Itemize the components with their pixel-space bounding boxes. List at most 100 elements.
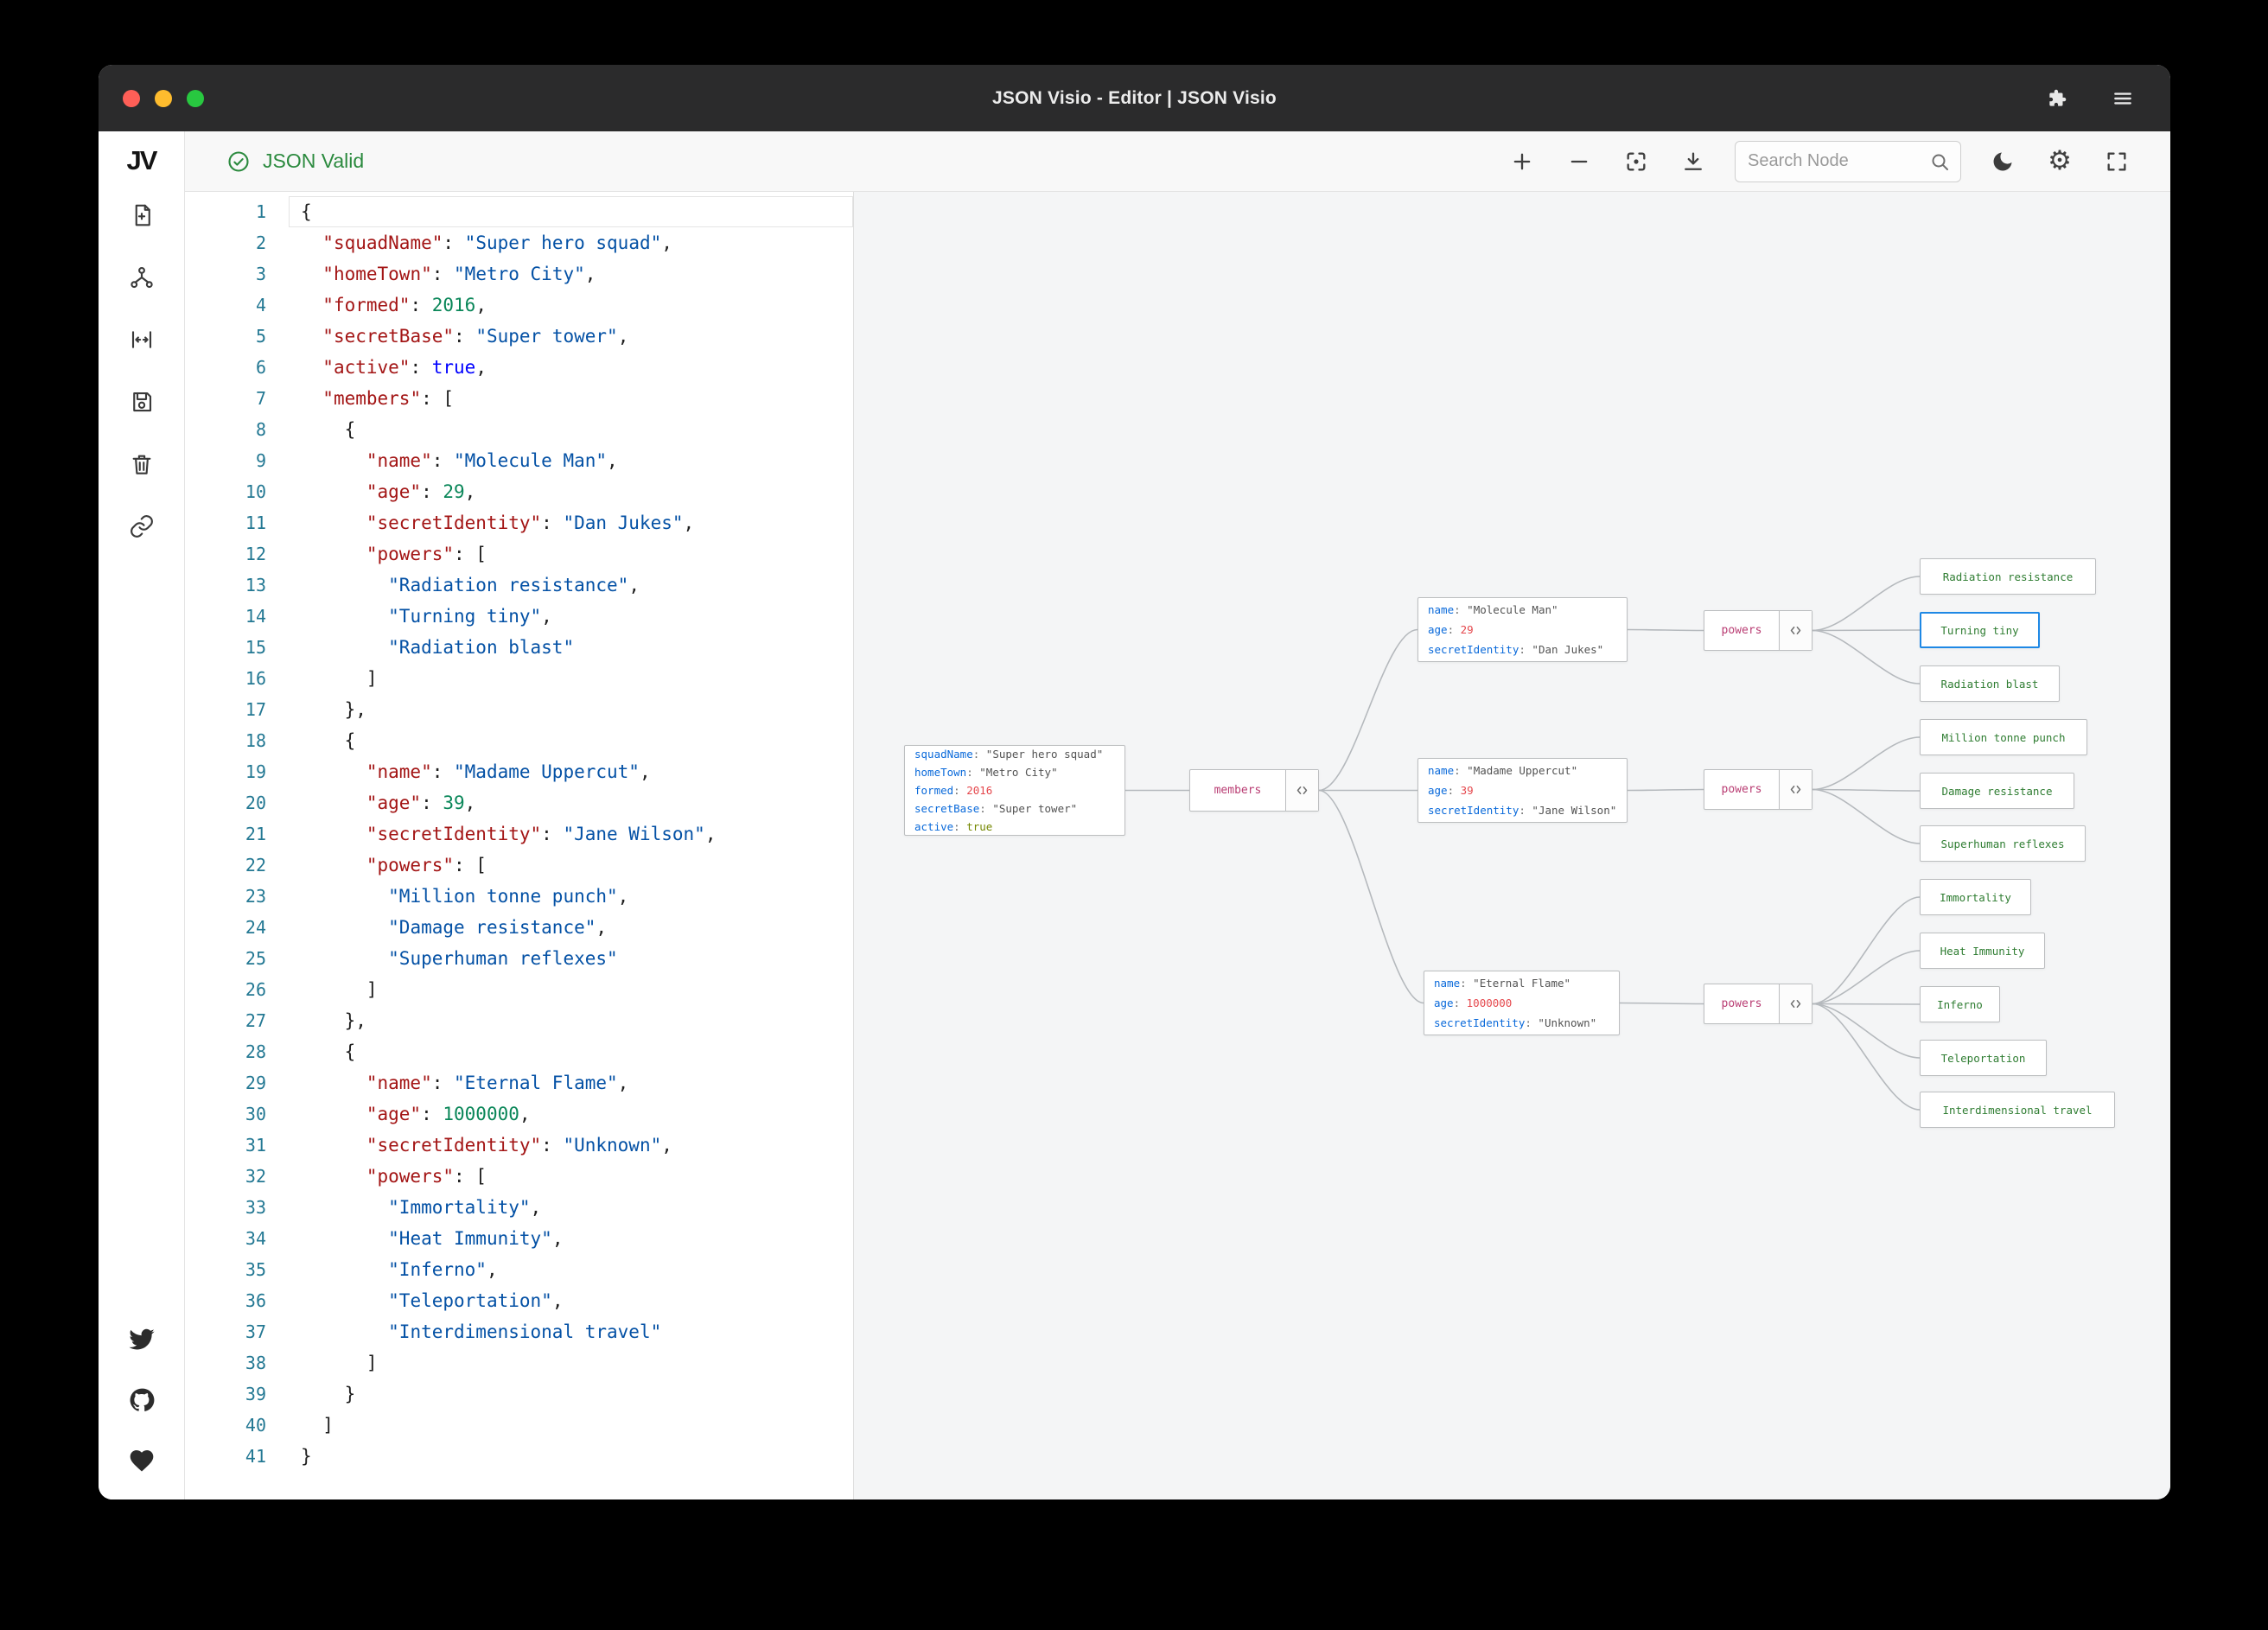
browser-menu-icon[interactable] [2103, 79, 2143, 118]
node-row: age: 39 [1428, 784, 1474, 797]
editor-line[interactable]: 36 "Teleportation", [185, 1285, 853, 1316]
editor-line[interactable]: 35 "Inferno", [185, 1254, 853, 1285]
share-link-icon[interactable] [122, 506, 162, 546]
new-document-icon[interactable] [122, 195, 162, 235]
editor-line[interactable]: 34 "Heat Immunity", [185, 1223, 853, 1254]
sponsor-heart-icon[interactable] [122, 1441, 162, 1480]
zoom-in-icon[interactable] [1507, 146, 1538, 177]
graph-node-members[interactable]: members [1189, 769, 1319, 812]
editor-line[interactable]: 41} [185, 1441, 853, 1472]
graph-node-power[interactable]: Turning tiny [1920, 612, 2040, 648]
editor-line[interactable]: 39 } [185, 1378, 853, 1410]
json-editor[interactable]: 1{2 "squadName": "Super hero squad",3 "h… [185, 192, 854, 1499]
graph-node-powers-2[interactable]: powers [1704, 769, 1812, 810]
collapse-members-button[interactable] [1285, 770, 1318, 811]
editor-line[interactable]: 26 ] [185, 974, 853, 1005]
extensions-icon[interactable] [2037, 79, 2077, 118]
graph-node-root[interactable]: squadName: "Super hero squad"homeTown: "… [904, 745, 1125, 836]
editor-line[interactable]: 32 "powers": [ [185, 1161, 853, 1192]
editor-line[interactable]: 5 "secretBase": "Super tower", [185, 321, 853, 352]
node-row: secretBase: "Super tower" [914, 802, 1078, 815]
graph-node-power[interactable]: Heat Immunity [1920, 933, 2045, 969]
search-icon[interactable] [1929, 151, 1950, 172]
editor-line[interactable]: 8 { [185, 414, 853, 445]
graph-node-powers-3[interactable]: powers [1704, 984, 1812, 1024]
collapse-powers-button[interactable] [1779, 770, 1812, 809]
editor-line[interactable]: 9 "name": "Molecule Man", [185, 445, 853, 476]
delete-icon[interactable] [122, 444, 162, 484]
editor-line[interactable]: 24 "Damage resistance", [185, 912, 853, 943]
editor-line[interactable]: 11 "secretIdentity": "Dan Jukes", [185, 507, 853, 538]
editor-line[interactable]: 1{ [185, 196, 853, 227]
editor-line[interactable]: 4 "formed": 2016, [185, 290, 853, 321]
search-node-box [1735, 140, 1961, 182]
minimize-button[interactable] [155, 89, 172, 107]
save-icon[interactable] [122, 382, 162, 422]
editor-line[interactable]: 29 "name": "Eternal Flame", [185, 1067, 853, 1098]
github-icon[interactable] [122, 1380, 162, 1420]
editor-line[interactable]: 27 }, [185, 1005, 853, 1036]
editor-line[interactable]: 3 "homeTown": "Metro City", [185, 258, 853, 290]
graph-node-power[interactable]: Radiation blast [1920, 665, 2060, 702]
graph-node-power[interactable]: Superhuman reflexes [1920, 825, 2086, 862]
editor-line[interactable]: 22 "powers": [ [185, 850, 853, 881]
editor-line[interactable]: 2 "squadName": "Super hero squad", [185, 227, 853, 258]
line-number: 17 [245, 699, 266, 720]
graph-node-powers-1[interactable]: powers [1704, 610, 1812, 651]
line-number: 14 [245, 606, 266, 627]
graph-view-icon[interactable] [122, 258, 162, 297]
close-button[interactable] [123, 89, 140, 107]
graph-node-power[interactable]: Million tonne punch [1920, 719, 2087, 755]
editor-line[interactable]: 25 "Superhuman reflexes" [185, 943, 853, 974]
editor-line[interactable]: 38 ] [185, 1347, 853, 1378]
graph-canvas[interactable]: squadName: "Super hero squad"homeTown: "… [854, 192, 2170, 1499]
download-icon[interactable] [1678, 146, 1709, 177]
json-valid-label: JSON Valid [263, 150, 365, 172]
editor-line[interactable]: 28 { [185, 1036, 853, 1067]
editor-line[interactable]: 40 ] [185, 1410, 853, 1441]
graph-node-power[interactable]: Immortality [1920, 879, 2031, 915]
editor-line[interactable]: 14 "Turning tiny", [185, 601, 853, 632]
editor-line[interactable]: 7 "members": [ [185, 383, 853, 414]
window-controls [99, 89, 204, 107]
editor-line[interactable]: 17 }, [185, 694, 853, 725]
editor-line[interactable]: 21 "secretIdentity": "Jane Wilson", [185, 818, 853, 850]
fullscreen-icon[interactable] [2101, 146, 2132, 177]
editor-line[interactable]: 16 ] [185, 663, 853, 694]
collapse-powers-button[interactable] [1779, 611, 1812, 650]
editor-line[interactable]: 20 "age": 39, [185, 787, 853, 818]
search-node-input[interactable] [1748, 151, 1922, 171]
graph-node-power[interactable]: Damage resistance [1920, 773, 2074, 809]
app-logo[interactable]: JV [126, 145, 158, 175]
editor-line[interactable]: 30 "age": 1000000, [185, 1098, 853, 1130]
zoom-out-icon[interactable] [1564, 146, 1595, 177]
editor-line[interactable]: 31 "secretIdentity": "Unknown", [185, 1130, 853, 1161]
graph-node-power[interactable]: Teleportation [1920, 1040, 2047, 1076]
json-valid-status: JSON Valid [185, 150, 364, 174]
editor-line[interactable]: 37 "Interdimensional travel" [185, 1316, 853, 1347]
editor-line[interactable]: 6 "active": true, [185, 352, 853, 383]
editor-line[interactable]: 15 "Radiation blast" [185, 632, 853, 663]
fit-width-icon[interactable] [122, 320, 162, 360]
line-number: 25 [245, 948, 266, 969]
line-number: 10 [245, 481, 266, 502]
center-focus-icon[interactable] [1621, 146, 1652, 177]
dark-mode-icon[interactable] [1987, 146, 2018, 177]
graph-node-power[interactable]: Inferno [1920, 986, 2000, 1022]
editor-line[interactable]: 10 "age": 29, [185, 476, 853, 507]
twitter-icon[interactable] [122, 1320, 162, 1359]
editor-line[interactable]: 19 "name": "Madame Uppercut", [185, 756, 853, 787]
collapse-powers-button[interactable] [1779, 984, 1812, 1023]
graph-node-power[interactable]: Radiation resistance [1920, 558, 2096, 595]
editor-line[interactable]: 23 "Million tonne punch", [185, 881, 853, 912]
graph-node-power[interactable]: Interdimensional travel [1920, 1092, 2115, 1128]
editor-line[interactable]: 33 "Immortality", [185, 1192, 853, 1223]
zoom-button[interactable] [187, 89, 204, 107]
editor-line[interactable]: 13 "Radiation resistance", [185, 570, 853, 601]
settings-gear-icon[interactable]: ⚙ [2048, 145, 2072, 176]
editor-line[interactable]: 12 "powers": [ [185, 538, 853, 570]
editor-line[interactable]: 18 { [185, 725, 853, 756]
